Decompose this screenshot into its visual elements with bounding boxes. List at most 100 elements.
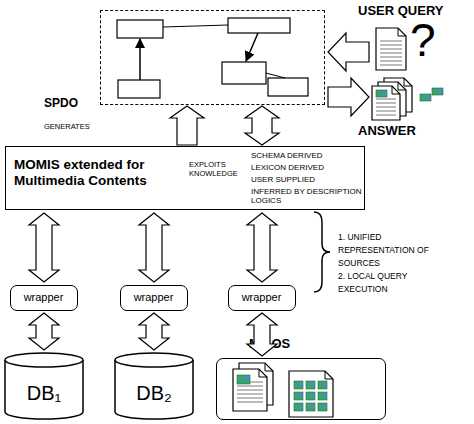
milos-repository: MILOS xyxy=(216,358,386,420)
wrapper-box: wrapper xyxy=(228,285,296,311)
node-label: DB₂ xyxy=(114,382,194,405)
text-line xyxy=(380,65,402,66)
image-detail xyxy=(311,404,315,408)
document-page xyxy=(372,86,400,120)
node-label: wrapper xyxy=(121,291,186,304)
node-label: MILOS xyxy=(249,337,319,352)
hollow-block-arrow xyxy=(247,313,277,356)
text-line xyxy=(237,402,263,403)
image-detail xyxy=(323,404,327,408)
page-fold xyxy=(259,369,267,377)
node-label: EXPLOITS KNOWLEDGE xyxy=(189,161,239,178)
query-document: USER QUERY? xyxy=(372,24,444,72)
schema-class-box xyxy=(118,80,160,98)
wrapper-box: wrapper xyxy=(10,285,78,311)
image-thumbnail xyxy=(318,403,327,411)
image-thumbnail xyxy=(420,94,431,101)
page-fold xyxy=(265,363,273,371)
schema-class-box xyxy=(222,62,266,84)
schema-arrow xyxy=(246,33,258,61)
text-line xyxy=(376,99,396,100)
text-line xyxy=(380,61,402,62)
cylinder-top xyxy=(115,353,193,367)
answer-documents: ANSWER xyxy=(372,78,452,122)
node-label: ? xyxy=(410,14,446,67)
image-thumbnail xyxy=(376,90,387,97)
hollow-block-arrow xyxy=(139,213,169,282)
image-detail xyxy=(299,393,303,397)
document-page xyxy=(289,371,333,417)
cylinder-top xyxy=(5,353,83,367)
node-label: wrapper xyxy=(229,291,294,304)
text-line xyxy=(376,107,396,108)
wrapper-box: wrapper xyxy=(120,285,188,311)
node-label: LEXICON DERIVED xyxy=(251,163,363,172)
image-thumbnail xyxy=(318,381,327,389)
page-fold xyxy=(398,82,406,90)
image-thumbnail xyxy=(294,392,303,400)
image-detail xyxy=(426,95,430,98)
database-cylinder: DB₁ xyxy=(4,352,84,420)
annotation-note: 2. LOCAL QUERY EXECUTION xyxy=(338,270,434,296)
page-fold xyxy=(392,86,400,94)
text-line xyxy=(237,398,263,399)
image-thumbnail xyxy=(318,392,327,400)
text-line xyxy=(380,41,402,42)
image-detail xyxy=(311,393,315,397)
text-line xyxy=(380,57,402,58)
node-label: SCHEMA DERIVED xyxy=(251,151,363,160)
image-thumbnail xyxy=(306,392,315,400)
annotation-note: 1. UNIFIED REPRESENTATION OF SOURCES xyxy=(338,231,434,270)
schema-arrow xyxy=(139,39,141,80)
image-thumbnail xyxy=(306,403,315,411)
image-thumbnail xyxy=(294,381,303,389)
hollow-block-arrow xyxy=(29,313,59,350)
image-thumbnail xyxy=(294,403,303,411)
image-thumbnail xyxy=(306,381,315,389)
node-label: SPDO xyxy=(44,97,104,111)
momis-box: MOMIS extended for Multimedia ContentsEX… xyxy=(5,146,365,210)
hollow-block-arrow xyxy=(328,33,369,71)
node-label: wrapper xyxy=(11,291,76,304)
page-fold xyxy=(398,28,406,36)
hollow-block-arrow xyxy=(328,78,369,116)
node-label: DB₁ xyxy=(4,382,84,405)
image-detail xyxy=(311,382,315,386)
text-line xyxy=(376,103,396,104)
page-fold xyxy=(325,371,333,379)
node-outline xyxy=(372,78,452,122)
node-label: USER SUPPLIED xyxy=(251,175,363,184)
image-detail xyxy=(323,382,327,386)
schema-class-box xyxy=(268,78,308,96)
node-outline xyxy=(217,359,387,421)
image-detail xyxy=(323,393,327,397)
image-thumbnail xyxy=(432,88,443,95)
image-detail xyxy=(244,376,249,380)
spdo-box: SPDO xyxy=(100,10,325,105)
cylinder-body xyxy=(5,360,83,419)
node-label: ANSWER xyxy=(358,124,453,139)
text-line xyxy=(380,53,402,54)
right-brace xyxy=(314,212,330,292)
page-fold xyxy=(404,78,412,86)
schema-class-box xyxy=(228,18,290,33)
schema-link xyxy=(163,25,228,27)
image-detail xyxy=(299,404,303,408)
schema-class-box xyxy=(117,20,163,38)
hollow-block-arrow xyxy=(170,106,204,145)
text-line xyxy=(380,45,402,46)
database-cylinder: DB₂ xyxy=(114,352,194,420)
hollow-block-arrow xyxy=(29,213,59,282)
text-line xyxy=(237,394,263,395)
image-thumbnail xyxy=(237,375,250,384)
text-line xyxy=(237,386,263,387)
text-line xyxy=(376,111,396,112)
hollow-block-arrow xyxy=(245,106,279,145)
node-label: INFERRED BY DESCRIPTION LOGICS xyxy=(251,187,363,205)
text-line xyxy=(376,115,396,116)
hollow-block-arrow xyxy=(139,313,169,350)
image-detail xyxy=(382,91,386,94)
schema-link xyxy=(266,73,285,78)
document-page xyxy=(233,369,267,411)
